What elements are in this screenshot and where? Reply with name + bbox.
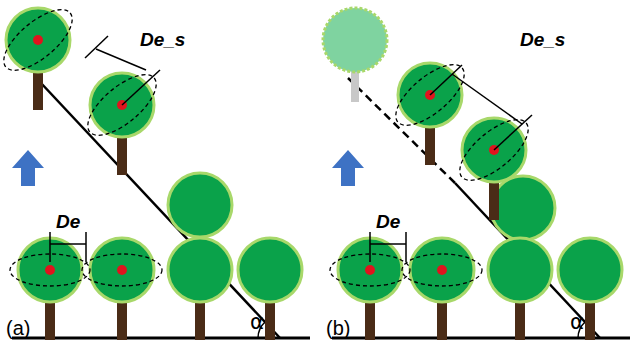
angle-label: α [250, 312, 264, 333]
dimension-label: De [56, 212, 80, 231]
panel-label: (a) [6, 318, 30, 338]
dimension-label: De [376, 212, 400, 231]
dimension-label: De_s [520, 30, 565, 49]
angle-label: α [570, 312, 584, 333]
dimension-label: De_s [140, 30, 185, 49]
panel-label: (b) [326, 318, 350, 338]
